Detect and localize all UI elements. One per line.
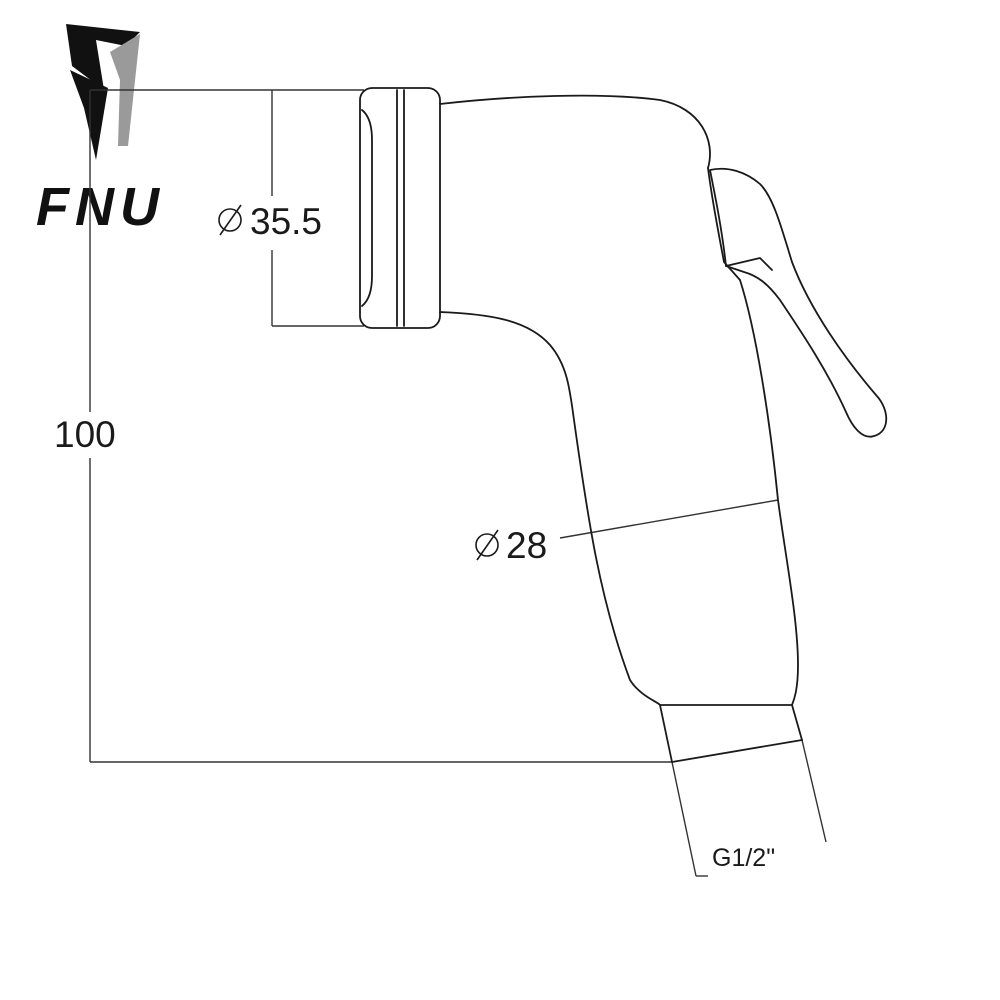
height-label: 100 <box>54 414 116 455</box>
thread-right-extension <box>801 739 827 843</box>
thread-top-line <box>671 739 803 763</box>
logo-mark-dark <box>66 24 140 90</box>
logo-mark-dark-lower <box>70 70 108 160</box>
body-trigger-join <box>707 167 741 281</box>
body-dia-leader <box>559 499 779 539</box>
head-diameter-dimension: 35.5 <box>218 90 364 327</box>
diameter-icon <box>218 204 242 236</box>
sprayer-outline <box>359 87 888 763</box>
thread-left-extension <box>671 761 697 877</box>
diameter-icon <box>475 529 499 561</box>
thread-label: G1/2" <box>712 844 775 872</box>
logo-text: FNU <box>36 177 165 237</box>
body-diameter-dimension: 28 <box>475 499 779 566</box>
thread-dimension: G1/2" <box>671 739 827 877</box>
sprayer-head-cap <box>359 87 441 329</box>
height-dimension: 100 <box>54 89 672 763</box>
brand-logo: FNU <box>36 24 165 237</box>
body-diameter-label: 28 <box>506 525 547 566</box>
sprayer-body <box>439 94 803 763</box>
trigger-lever <box>709 167 888 438</box>
cap-inner-face <box>361 109 373 307</box>
trigger-inner-notch <box>725 257 773 271</box>
head-diameter-label: 35.5 <box>250 201 322 242</box>
